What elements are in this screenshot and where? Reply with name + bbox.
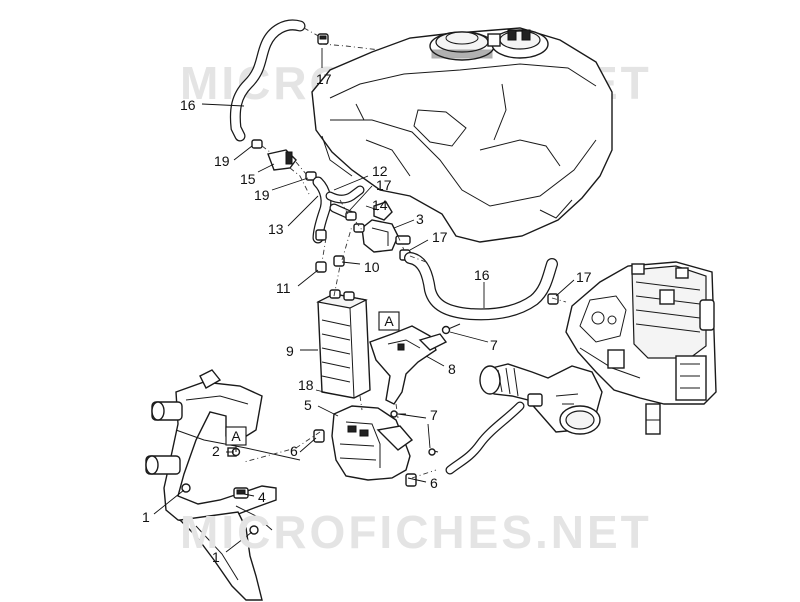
- callout-17-right: 17: [576, 269, 592, 285]
- callout-7-upper: 7: [490, 337, 498, 353]
- clamp-19-lower: [305, 171, 317, 181]
- bracket-8: [369, 325, 448, 405]
- callout-18: 18: [298, 377, 314, 393]
- callout-5: 5: [304, 397, 312, 413]
- callout-15: 15: [240, 171, 256, 187]
- callout-9: 9: [286, 343, 294, 359]
- intake-duct: [479, 363, 603, 435]
- callout-1-bottom: 1: [212, 549, 220, 565]
- callout-6-right: 6: [430, 475, 438, 491]
- callout-13: 13: [268, 221, 284, 237]
- callout-16-lower: 16: [474, 267, 490, 283]
- callout-16-top: 16: [180, 97, 196, 113]
- callout-4: 4: [258, 489, 266, 505]
- callout-2: 2: [212, 443, 220, 459]
- clamp-17-right: [547, 293, 559, 305]
- callout-10: 10: [364, 259, 380, 275]
- reference-mark-a-lower: A: [225, 426, 247, 446]
- charcoal-canister-9: [316, 289, 371, 399]
- callout-12: 12: [372, 163, 388, 179]
- drain-hose: [445, 401, 525, 475]
- clip-4: [233, 487, 249, 499]
- check-valve-15: [267, 149, 297, 171]
- callout-7-lower: 7: [430, 407, 438, 423]
- callout-8: 8: [448, 361, 456, 377]
- breather-hose-lower: [404, 252, 558, 321]
- watermark-bottom: MICROFICHES.NET: [180, 506, 652, 558]
- callout-17-mid: 17: [376, 177, 392, 193]
- fuel-tank: [311, 27, 613, 243]
- callout-1-left: 1: [142, 509, 150, 525]
- callout-11: 11: [276, 280, 291, 296]
- callout-17-top: 17: [316, 71, 332, 87]
- callout-19-lower: 19: [254, 187, 270, 203]
- callout-6-left: 6: [290, 443, 298, 459]
- solenoid-valve-3: [345, 201, 411, 253]
- callout-14: 14: [372, 197, 388, 213]
- screw-7-upper: [441, 323, 461, 335]
- svg-text:A: A: [231, 428, 241, 444]
- breather-hose-upper: [229, 19, 323, 142]
- callout-19-upper: 19: [214, 153, 230, 169]
- air-filter-box: [565, 261, 717, 435]
- svg-text:A: A: [384, 313, 394, 329]
- reference-mark-a-upper: A: [378, 311, 400, 331]
- clamp-17-top: [317, 33, 329, 45]
- screw-7-lower: [390, 410, 439, 456]
- clamp-19-upper: [251, 139, 263, 149]
- callout-17-valve: 17: [432, 229, 448, 245]
- callout-3: 3: [416, 211, 424, 227]
- frame: [145, 369, 301, 601]
- leader-lines: [153, 48, 575, 553]
- hose-12-13: [312, 176, 365, 244]
- canister-holder-5: [331, 405, 414, 481]
- callout-numbers: 17 16 19 15 19 12 17 14 13 3 17 11 10 16…: [142, 71, 592, 565]
- clamp-10-11: [315, 255, 345, 273]
